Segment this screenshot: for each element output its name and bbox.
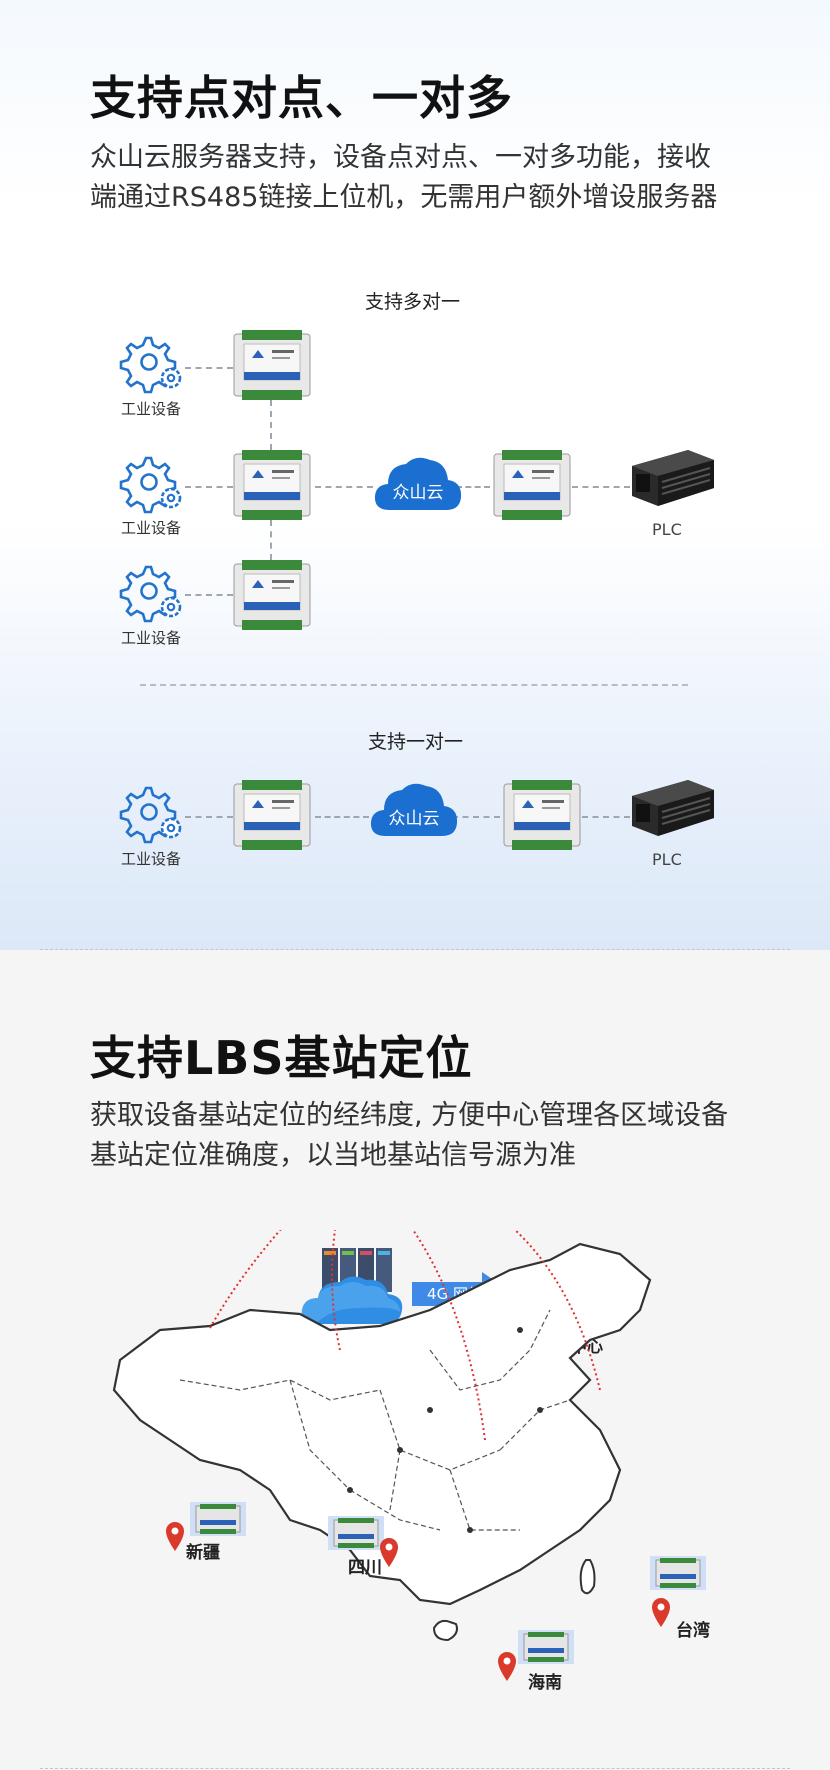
cloud-icon [370, 783, 458, 836]
section1-title: 支持点对点、一对多 [90, 71, 513, 125]
location-pin-icon [498, 1652, 516, 1681]
connector-line [315, 486, 373, 488]
industrial-device-label: 工业设备 [120, 400, 181, 418]
industrial-device-gear-icon [119, 456, 182, 514]
section2-title: 支持LBS基站定位 [90, 1031, 473, 1085]
cloud-service-node: 众山云 [368, 778, 460, 840]
city-label-xinjiang: 新疆 [186, 1543, 220, 1563]
connector-line [452, 816, 500, 818]
bottom-divider [40, 1768, 790, 1769]
cloud-service-node: 众山云 [372, 452, 464, 514]
dtu-module-image [233, 450, 311, 520]
connector-line [572, 486, 630, 488]
server-cloud-icon [301, 1248, 403, 1324]
cloud-label: 众山云 [392, 483, 444, 503]
china-map [112, 1230, 652, 1642]
connector-line [185, 816, 233, 818]
city-label-hainan: 海南 [528, 1673, 562, 1693]
location-pin-icon [380, 1538, 398, 1567]
plc-label: PLC [652, 850, 682, 869]
map-device-marker [190, 1502, 246, 1536]
connector-line [582, 816, 630, 818]
industrial-device-gear-icon [119, 786, 182, 844]
connector-line [456, 486, 490, 488]
section-divider [40, 949, 790, 950]
city-label-sichuan: 四川 [348, 1558, 382, 1578]
cloud-label: 众山云 [388, 809, 440, 829]
connector-line [270, 520, 272, 560]
location-pin-icon [652, 1598, 670, 1627]
section2-description-line: 获取设备基站定位的经纬度, 方便中心管理各区域设备 [90, 1100, 729, 1131]
plc-device-image [632, 780, 714, 836]
map-device-marker [328, 1516, 384, 1550]
map-device-marker [518, 1630, 574, 1664]
section1-description-line: 众山云服务器支持，设备点对点、一对多功能，接收 [90, 142, 711, 173]
map-device-marker [650, 1556, 706, 1590]
industrial-device-label: 工业设备 [120, 629, 181, 647]
connector-line [185, 367, 233, 369]
diagram-separator [140, 684, 688, 686]
industrial-device-label: 工业设备 [120, 850, 181, 868]
dtu-module-image [493, 450, 571, 520]
plc-device-image [632, 450, 714, 506]
dtu-module-image [233, 780, 311, 850]
industrial-device-gear-icon [119, 565, 182, 623]
dtu-module-image [233, 330, 311, 400]
section1-description-line: 端通过RS485链接上位机，无需用户额外增设服务器 [90, 182, 718, 213]
section1-description: 众山云服务器支持，设备点对点、一对多功能，接收 端通过RS485链接上位机，无需… [90, 138, 770, 218]
section2-description-line: 基站定位准确度，以当地基站信号源为准 [90, 1140, 576, 1171]
one-to-one-heading: 支持一对一 [368, 731, 464, 753]
industrial-device-label: 工业设备 [120, 519, 181, 537]
connector-line [185, 486, 233, 488]
industrial-device-gear-icon [119, 336, 182, 394]
section2-description: 获取设备基站定位的经纬度, 方便中心管理各区域设备 基站定位准确度，以当地基站信… [90, 1096, 770, 1176]
connector-line [270, 400, 272, 450]
connector-line [185, 594, 233, 596]
cloud-icon [374, 457, 462, 510]
location-pin-icon [166, 1522, 184, 1551]
many-to-one-heading: 支持多对一 [365, 291, 461, 313]
plc-label: PLC [652, 520, 682, 539]
connector-line [315, 816, 369, 818]
dtu-module-image [503, 780, 581, 850]
dtu-module-image [233, 560, 311, 630]
city-label-taiwan: 台湾 [676, 1621, 710, 1641]
